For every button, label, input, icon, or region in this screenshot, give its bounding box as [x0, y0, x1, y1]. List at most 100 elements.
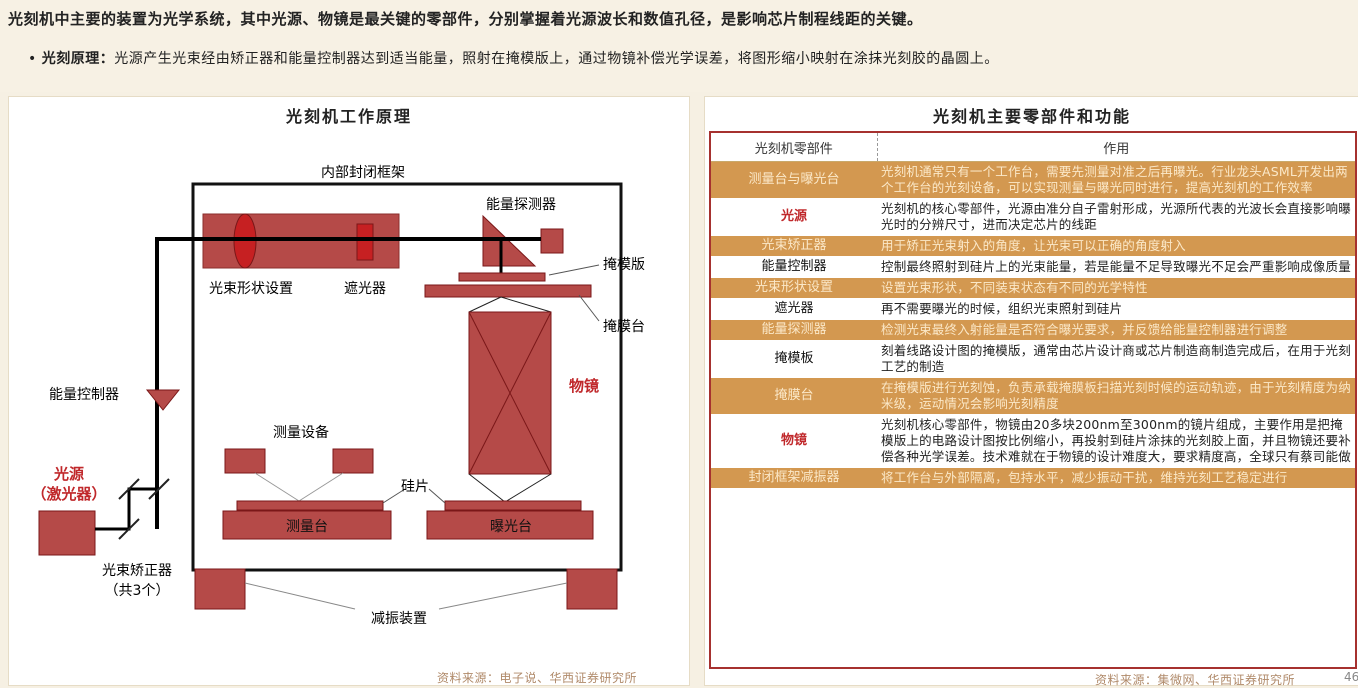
label-exposure-stage: 曝光台: [490, 519, 532, 535]
measure-beam-l: [254, 472, 300, 502]
measure-device-right: [332, 448, 374, 474]
exposure-stage: [426, 510, 594, 540]
mask-leader: [548, 264, 600, 276]
part-name: 能量控制器: [711, 256, 877, 278]
diagram-panel: 光刻机工作原理 内部封闭框架 光束形状设置 遮光器 能量探测器 掩模版 掩膜台: [8, 96, 690, 686]
corrector-1: [118, 518, 140, 540]
wafer-measure: [236, 500, 384, 511]
damper-right: [566, 568, 618, 610]
table-row: 封闭框架减振器将工作台与外部隔离，包持水平，减少振动干扰，维持光刻工艺稳定进行: [711, 467, 1355, 489]
label-energy-detector: 能量探测器: [486, 197, 556, 213]
label-damper: 减振装置: [371, 611, 427, 627]
part-name: 光束形状设置: [711, 277, 877, 299]
label-measure-device: 测量设备: [273, 424, 329, 441]
table-row: 光束形状设置设置光束形状，不同装束状态有不同的光学特性: [711, 277, 1355, 299]
page-number: 46: [1344, 670, 1358, 684]
principle-label: 光刻原理：: [41, 51, 115, 67]
energy-controller: [145, 389, 181, 411]
wafer-leader-r: [428, 488, 446, 504]
label-corrector: 光束矫正器: [102, 563, 172, 579]
measure-beam-r: [298, 472, 344, 502]
corrector-3: [148, 478, 170, 500]
part-name: 能量探测器: [711, 319, 877, 341]
damper-leader-l: [244, 582, 356, 610]
headline: 光刻机中主要的装置为光学系统，其中光源、物镜是最关键的零部件，分别掌握着光源波长…: [8, 10, 923, 28]
wafer-exposure: [444, 500, 582, 511]
part-function: 检测光束最终入射能量是否符合曝光要求，并反馈给能量控制器进行调整: [877, 319, 1355, 341]
part-function: 光刻机核心零部件，物镜由20多块200nm至300nm的镜片组成，主要作用是把掩…: [877, 414, 1355, 468]
table-source: 资料来源：集微网、华西证券研究所: [1095, 673, 1296, 687]
parts-table-frame: 光刻机零部件 作用 测量台与曝光台光刻机通常只有一个工作台，需要先测量对准之后再…: [709, 131, 1357, 669]
measure-stage: [222, 510, 392, 540]
mask-stage-leader: [578, 294, 600, 322]
mask-plate: [458, 272, 546, 282]
label-wafer: 硅片: [401, 479, 429, 495]
bullet: •: [28, 51, 37, 67]
table-row: 光束矫正器用于矫正光束射入的角度，让光束可以正确的角度射入: [711, 235, 1355, 257]
label-mask: 掩模版: [603, 257, 645, 273]
part-name: 遮光器: [711, 298, 877, 320]
diagram-source: 资料来源：电子说、华西证券研究所: [437, 671, 638, 685]
part-name: 光束矫正器: [711, 235, 877, 257]
part-function: 光刻机的核心零部件，光源由准分自子雷射形成，光源所代表的光波长会直接影响曝光时的…: [877, 198, 1355, 236]
damper-left: [194, 568, 246, 610]
table-header-row: 光刻机零部件 作用: [711, 133, 1355, 162]
principle-paragraph: • 光刻原理：光源产生光束经由矫正器和能量控制器达到适当能量，照射在掩模版上，通…: [28, 48, 1338, 70]
top-band: [0, 0, 1358, 92]
label-energy-controller: 能量控制器: [49, 387, 119, 403]
label-frame: 内部封闭框架: [321, 165, 405, 181]
label-mask-stage: 掩膜台: [603, 319, 645, 335]
part-function: 设置光束形状，不同装束状态有不同的光学特性: [877, 277, 1355, 299]
mask-stage: [424, 284, 592, 298]
objective-cone-bot-l: [468, 473, 506, 503]
label-light-source-sub: （激光器）: [31, 485, 106, 503]
beam-correction-path: [95, 487, 159, 531]
table-row: 能量探测器检测光束最终入射能量是否符合曝光要求，并反馈给能量控制器进行调整: [711, 319, 1355, 341]
part-function: 刻着线路设计图的掩模版，通常由芯片设计商或芯片制造商制造完成后，在用于光刻工艺的…: [877, 340, 1355, 378]
label-corrector-sub: （共3个）: [105, 583, 170, 599]
table-row: 光源光刻机的核心零部件，光源由准分自子雷射形成，光源所代表的光波长会直接影响曝光…: [711, 198, 1355, 236]
part-name: 封闭框架减振器: [711, 467, 877, 489]
label-light-source: 光源: [53, 465, 84, 483]
shutter-block: [356, 223, 374, 261]
objective-cone-top-l: [468, 296, 502, 313]
table-row: 掩膜台在掩模版进行光刻蚀，负责承载掩膜板扫描光刻时候的运动轨迹，由于光刻精度为纳…: [711, 377, 1355, 415]
part-function: 光刻机通常只有一个工作台，需要先测量对准之后再曝光。行业龙头ASML开发出两个工…: [877, 161, 1355, 199]
table-panel: 光刻机主要零部件和功能 光刻机零部件 作用 测量台与曝光台光刻机通常只有一个工作…: [704, 96, 1358, 687]
objective-cone-top-r: [500, 296, 552, 313]
part-name: 掩膜台: [711, 377, 877, 415]
label-beam-shaper: 光束形状设置: [209, 281, 293, 297]
part-name: 测量台与曝光台: [711, 161, 877, 199]
part-function: 再不需要曝光的时候，组织光束照射到硅片: [877, 298, 1355, 320]
energy-detector-sensor: [540, 228, 564, 254]
label-shutter: 遮光器: [344, 281, 386, 297]
table-row: 能量控制器控制最终照射到硅片上的光束能量，若是能量不足导致曝光不足会严重影响成像…: [711, 256, 1355, 278]
part-function: 控制最终照射到硅片上的光束能量，若是能量不足导致曝光不足会严重影响成像质量: [877, 256, 1355, 278]
parts-table: 光刻机零部件 作用 测量台与曝光台光刻机通常只有一个工作台，需要先测量对准之后再…: [711, 133, 1355, 489]
table-row: 测量台与曝光台光刻机通常只有一个工作台，需要先测量对准之后再曝光。行业龙头ASM…: [711, 161, 1355, 199]
enclosed-frame: [191, 182, 623, 572]
objective-cone-bot-r: [504, 473, 552, 503]
table-title: 光刻机主要零部件和功能: [932, 107, 1131, 126]
light-source-laser: [38, 510, 96, 556]
wafer-leader-l: [382, 488, 406, 504]
damper-leader-r: [438, 582, 568, 610]
header-function: 作用: [877, 133, 1355, 162]
header-part: 光刻机零部件: [711, 133, 878, 162]
table-row: 掩模板刻着线路设计图的掩模版，通常由芯片设计商或芯片制造商制造完成后，在用于光刻…: [711, 340, 1355, 378]
part-function: 将工作台与外部隔离，包持水平，减少振动干扰，维持光刻工艺稳定进行: [877, 467, 1355, 489]
part-name: 物镜: [711, 414, 877, 468]
diagram-title: 光刻机工作原理: [285, 107, 412, 126]
label-measure-stage: 测量台: [286, 519, 328, 535]
corrector-2: [118, 478, 140, 500]
label-objective: 物镜: [569, 377, 599, 395]
part-name: 掩模板: [711, 340, 877, 378]
measure-device-left: [224, 448, 266, 474]
objective-x2: [468, 311, 552, 475]
lithography-diagram: 内部封闭框架 光束形状设置 遮光器 能量探测器 掩模版 掩膜台 物镜 能量控制器: [31, 165, 645, 627]
part-name: 光源: [711, 198, 877, 236]
principle-text: 光源产生光束经由矫正器和能量控制器达到适当能量，照射在掩模版上，通过物镜补偿光学…: [114, 51, 999, 67]
part-function: 在掩模版进行光刻蚀，负责承载掩膜板扫描光刻时候的运动轨迹，由于光刻精度为纳米级，…: [877, 377, 1355, 415]
beam-path: [155, 237, 541, 529]
table-row: 遮光器再不需要曝光的时候，组织光束照射到硅片: [711, 298, 1355, 320]
